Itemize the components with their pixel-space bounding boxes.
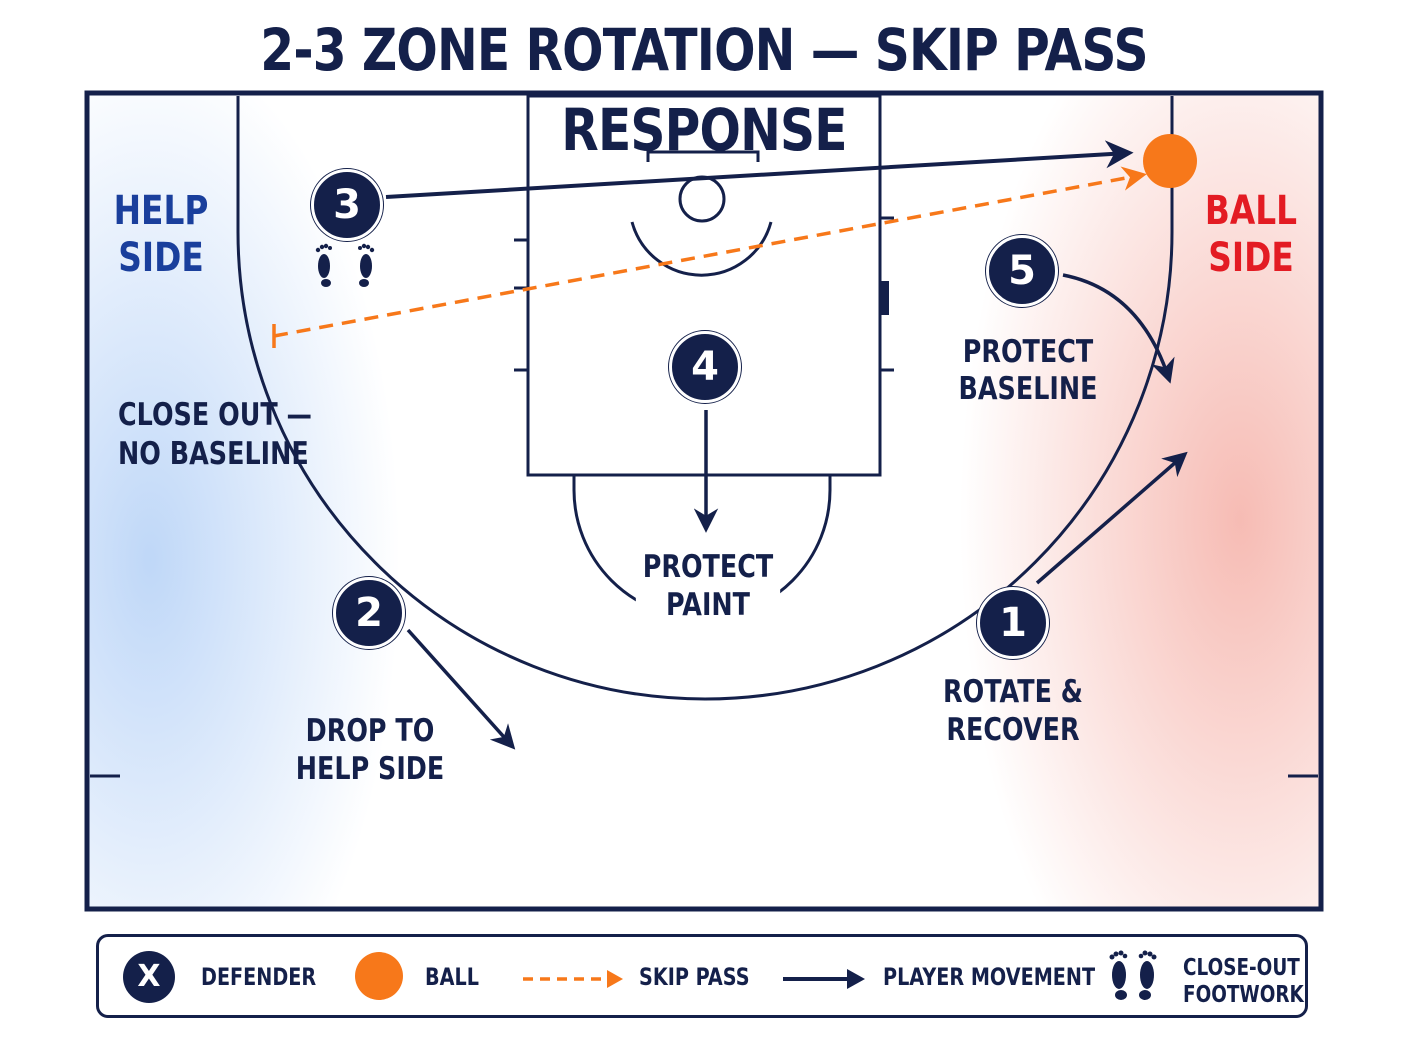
legend-player-movement-label: PLAYER MOVEMENT bbox=[883, 963, 1096, 991]
ball-side-label: BALL SIDE bbox=[1198, 188, 1305, 282]
legend-defender-label: DEFENDER bbox=[201, 963, 317, 991]
legend-footprints-icon bbox=[1109, 950, 1157, 1000]
block-mark bbox=[880, 281, 889, 315]
protect-paint-label: PROTECT PAINT bbox=[635, 548, 781, 624]
drop-help-side-label: DROP TO HELP SIDE bbox=[288, 712, 452, 788]
diagram-title: 2-3 ZONE ROTATION — SKIP PASS RESPONSE bbox=[260, 16, 1148, 164]
help-side-line-2: SIDE bbox=[118, 235, 204, 281]
ball-side-line-2: SIDE bbox=[1208, 235, 1294, 281]
legend-footwork-line-2: FOOTWORK bbox=[1183, 982, 1304, 1008]
rotate-recover-label: ROTATE & RECOVER bbox=[935, 673, 1091, 749]
close-out-line-2: NO BASELINE bbox=[118, 436, 309, 472]
close-out-line-1: CLOSE OUT — bbox=[118, 397, 312, 433]
protect-paint-line-1: PROTECT bbox=[642, 549, 774, 585]
legend-dashed-arrow-icon bbox=[523, 970, 623, 988]
legend-arrow-icon bbox=[783, 969, 865, 989]
defender-4: 4 bbox=[669, 331, 741, 403]
drop-help-line-2: HELP SIDE bbox=[295, 751, 445, 787]
drop-help-line-1: DROP TO bbox=[305, 713, 435, 749]
legend: X DEFENDER BALL SKIP PASS PLAYER MOVEMEN… bbox=[96, 934, 1308, 1018]
help-side-label: HELP SIDE bbox=[108, 188, 215, 282]
defender-1: 1 bbox=[977, 587, 1049, 659]
rotate-recover-line-2: RECOVER bbox=[946, 712, 1080, 748]
ball-side-line-1: BALL bbox=[1204, 188, 1298, 234]
legend-skip-pass-label: SKIP PASS bbox=[639, 963, 750, 991]
help-side-line-1: HELP bbox=[113, 188, 209, 234]
movement-arrow-1 bbox=[1035, 451, 1188, 585]
movement-arrow-5 bbox=[1062, 273, 1175, 384]
legend-ball-icon bbox=[355, 952, 403, 1000]
movement-arrow-3 bbox=[385, 140, 1134, 199]
legend-defender-icon: X bbox=[123, 951, 175, 1003]
rotate-recover-line-1: ROTATE & bbox=[943, 674, 1083, 710]
legend-ball-label: BALL bbox=[425, 963, 479, 991]
close-out-label: CLOSE OUT — NO BASELINE bbox=[118, 396, 312, 474]
movement-arrow-2 bbox=[406, 628, 516, 750]
footprints-icon bbox=[315, 243, 375, 287]
legend-footwork-line-1: CLOSE-OUT bbox=[1183, 955, 1300, 981]
legend-footwork-label: CLOSE-OUT FOOTWORK bbox=[1183, 955, 1304, 1009]
skip-pass-arrow bbox=[273, 166, 1147, 338]
defender-3: 3 bbox=[311, 169, 383, 241]
protect-baseline-line-2: BASELINE bbox=[958, 371, 1098, 407]
protect-baseline-label: PROTECT BASELINE bbox=[956, 334, 1100, 408]
ball-marker bbox=[1143, 134, 1197, 188]
defender-5: 5 bbox=[986, 235, 1058, 307]
protect-paint-line-2: PAINT bbox=[665, 587, 751, 623]
protect-baseline-line-1: PROTECT bbox=[962, 334, 1094, 370]
defender-2: 2 bbox=[333, 577, 405, 649]
